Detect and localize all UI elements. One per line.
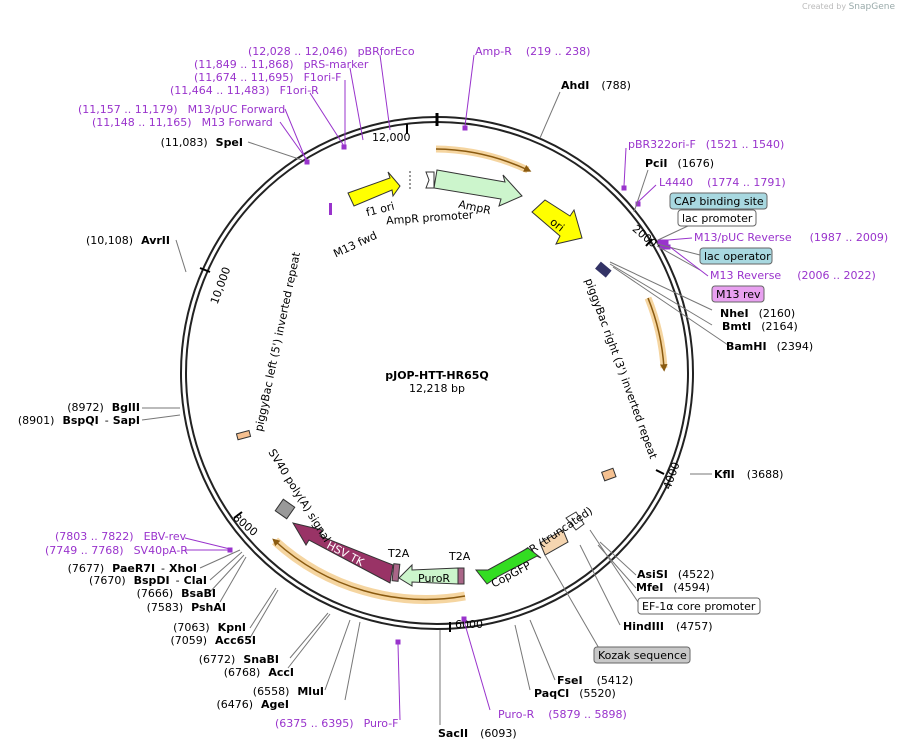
svg-text:EF-1α core promoter: EF-1α core promoter — [642, 600, 756, 613]
feature-piggybac-left[interactable]: piggyBac left (5') inverted repeat — [235, 250, 303, 441]
primer-sv40pa-r: (7749 .. 7768)SV40pA-R — [45, 544, 188, 557]
enzyme-kpni: (7063)KpnI — [173, 621, 246, 634]
primer-m13-puc-reverse: M13/pUC Reverse(1987 .. 2009) — [694, 231, 888, 244]
piggybac-right-box — [601, 467, 617, 482]
t2a-1-label: T2A — [387, 547, 410, 560]
svg-text:M13 rev: M13 rev — [716, 288, 761, 301]
label-lac-operator: lac operator — [699, 247, 773, 265]
label-m13-rev: M13 rev — [711, 285, 765, 303]
enzyme-acci: (6768)AccI — [224, 666, 294, 679]
primer-puro-f: (6375 .. 6395)Puro-F — [275, 717, 399, 730]
enzyme-bamhi: BamHI(2394) — [726, 340, 813, 353]
enzyme-paer7i-xhoi: (7677)PaeR7I-XhoI — [68, 562, 197, 575]
tick-4000: 4000 — [661, 460, 683, 491]
enzyme-agei: (6476)AgeI — [216, 698, 289, 711]
piggybac-left-label: piggyBac left (5') inverted repeat — [252, 250, 303, 432]
primer-amp-r: Amp-R(219 .. 238) — [475, 45, 590, 58]
primer-m13-reverse: M13 Reverse(2006 .. 2022) — [710, 269, 876, 282]
ampr-promoter-label: AmpR promoter — [386, 208, 475, 227]
primer-prs-marker: (11,849 .. 11,868)pRS-marker — [194, 58, 369, 71]
primer-marks — [227, 125, 671, 645]
leader-lines — [141, 91, 729, 725]
enzyme-paqci: PaqCI(5520) — [534, 687, 616, 700]
enzyme-pcii: PciI(1676) — [645, 157, 714, 170]
tick-2000: 2000 — [630, 222, 660, 250]
t2a-2-label: T2A — [448, 550, 471, 563]
primer-l4440: L4440(1774 .. 1791) — [659, 176, 786, 189]
svg-text:CAP binding site: CAP binding site — [674, 195, 764, 208]
enzyme-spei: (11,083)SpeI — [161, 136, 243, 149]
credit-prefix: Created by — [802, 2, 847, 11]
feature-piggybac-right[interactable]: piggyBac right (3') inverted repeat — [582, 261, 660, 462]
enzyme-bspqi-sapi: (8901)BspQI-SapI — [18, 414, 140, 427]
enzyme-avrii: (10,108)AvrII — [86, 234, 170, 247]
primer-f1ori-f: (11,674 .. 11,695)F1ori-F — [194, 71, 342, 84]
puror-label: PuroR — [418, 572, 450, 585]
plasmid-size: 12,218 bp — [409, 382, 465, 395]
enzyme-acc65i: (7059)Acc65I — [170, 634, 256, 647]
primer-ebv-rev: (7803 .. 7822)EBV-rev — [55, 530, 187, 543]
enzyme-mlui: (6558)MluI — [253, 685, 324, 698]
enzyme-bmti: BmtI(2164) — [722, 320, 798, 333]
feature-ori[interactable]: ori — [531, 199, 583, 245]
enzyme-bglii: (8972)BglII — [67, 401, 140, 414]
tick-6000: 6000 — [455, 618, 483, 631]
primer-pbrforeco: (12,028 .. 12,046)pBRforEco — [248, 45, 415, 58]
snapgene-logo-text: SnapGene — [848, 2, 895, 12]
primer-leaders — [184, 54, 709, 721]
primer-pbr322ori-f: pBR322ori-F(1521 .. 1540) — [628, 138, 784, 151]
enzyme-pshai: (7583)PshAI — [147, 601, 226, 614]
enzyme-ahdi: AhdI(788) — [561, 79, 631, 92]
label-ef1a-core-promoter: EF-1α core promoter — [637, 597, 761, 615]
orf-arc-right — [644, 296, 668, 369]
orf-arc-top — [435, 145, 530, 174]
enzyme-bspdi-clai: (7670)BspDI-ClaI — [89, 574, 207, 587]
hsv-tk-label: HSV TK — [324, 539, 366, 570]
primer-m13-forward: (11,148 .. 11,165)M13 Forward — [92, 116, 273, 129]
svg-text:lac operator: lac operator — [704, 250, 771, 263]
primer-puro-r: Puro-R(5879 .. 5898) — [498, 708, 627, 721]
label-lac-promoter: lac promoter — [677, 209, 757, 227]
primer-f1ori-r: (11,464 .. 11,483)F1ori-R — [170, 84, 319, 97]
feature-copgfp[interactable]: CopGFP — [474, 547, 542, 590]
tick-12000: 12,000 — [372, 131, 411, 144]
svg-text:Kozak sequence: Kozak sequence — [598, 649, 687, 662]
enzyme-hindiii: HindIII(4757) — [623, 620, 713, 633]
enzyme-bsabi: (7666)BsaBI — [137, 587, 216, 600]
enzyme-kfli: KflI(3688) — [714, 468, 783, 481]
feature-hsv-tk[interactable]: HSV TK — [291, 522, 394, 584]
m13-fwd-label: M13 fwd — [331, 229, 379, 260]
svg-text:lac promoter: lac promoter — [682, 212, 753, 225]
feature-puror[interactable]: PuroR — [398, 563, 459, 587]
enzyme-nhei: NheI(2160) — [720, 307, 795, 320]
feature-ampr-promoter[interactable]: AmpR promoter — [386, 171, 475, 227]
plasmid-name: pJOP-HTT-HR65Q — [385, 369, 489, 382]
snapgene-credit: Created by SnapGene — [802, 2, 895, 12]
primer-m13-puc-forward: (11,157 .. 11,179)M13/pUC Forward — [78, 103, 285, 116]
enzyme-fsei: FseI(5412) — [557, 674, 633, 687]
feature-f1-ori[interactable]: f1 ori — [347, 171, 401, 219]
label-kozak-sequence: Kozak sequence — [593, 646, 691, 664]
enzyme-asisi: AsiSI(4522) — [637, 568, 714, 581]
enzyme-sacii: SacII(6093) — [438, 727, 517, 740]
feature-t2a-1: T2A — [387, 547, 410, 582]
label-cap-binding-site: CAP binding site — [669, 192, 768, 210]
tick-10000: 10,000 — [208, 265, 233, 306]
enzyme-mfei: MfeI(4594) — [636, 581, 710, 594]
enzyme-snabi: (6772)SnaBI — [199, 653, 279, 666]
